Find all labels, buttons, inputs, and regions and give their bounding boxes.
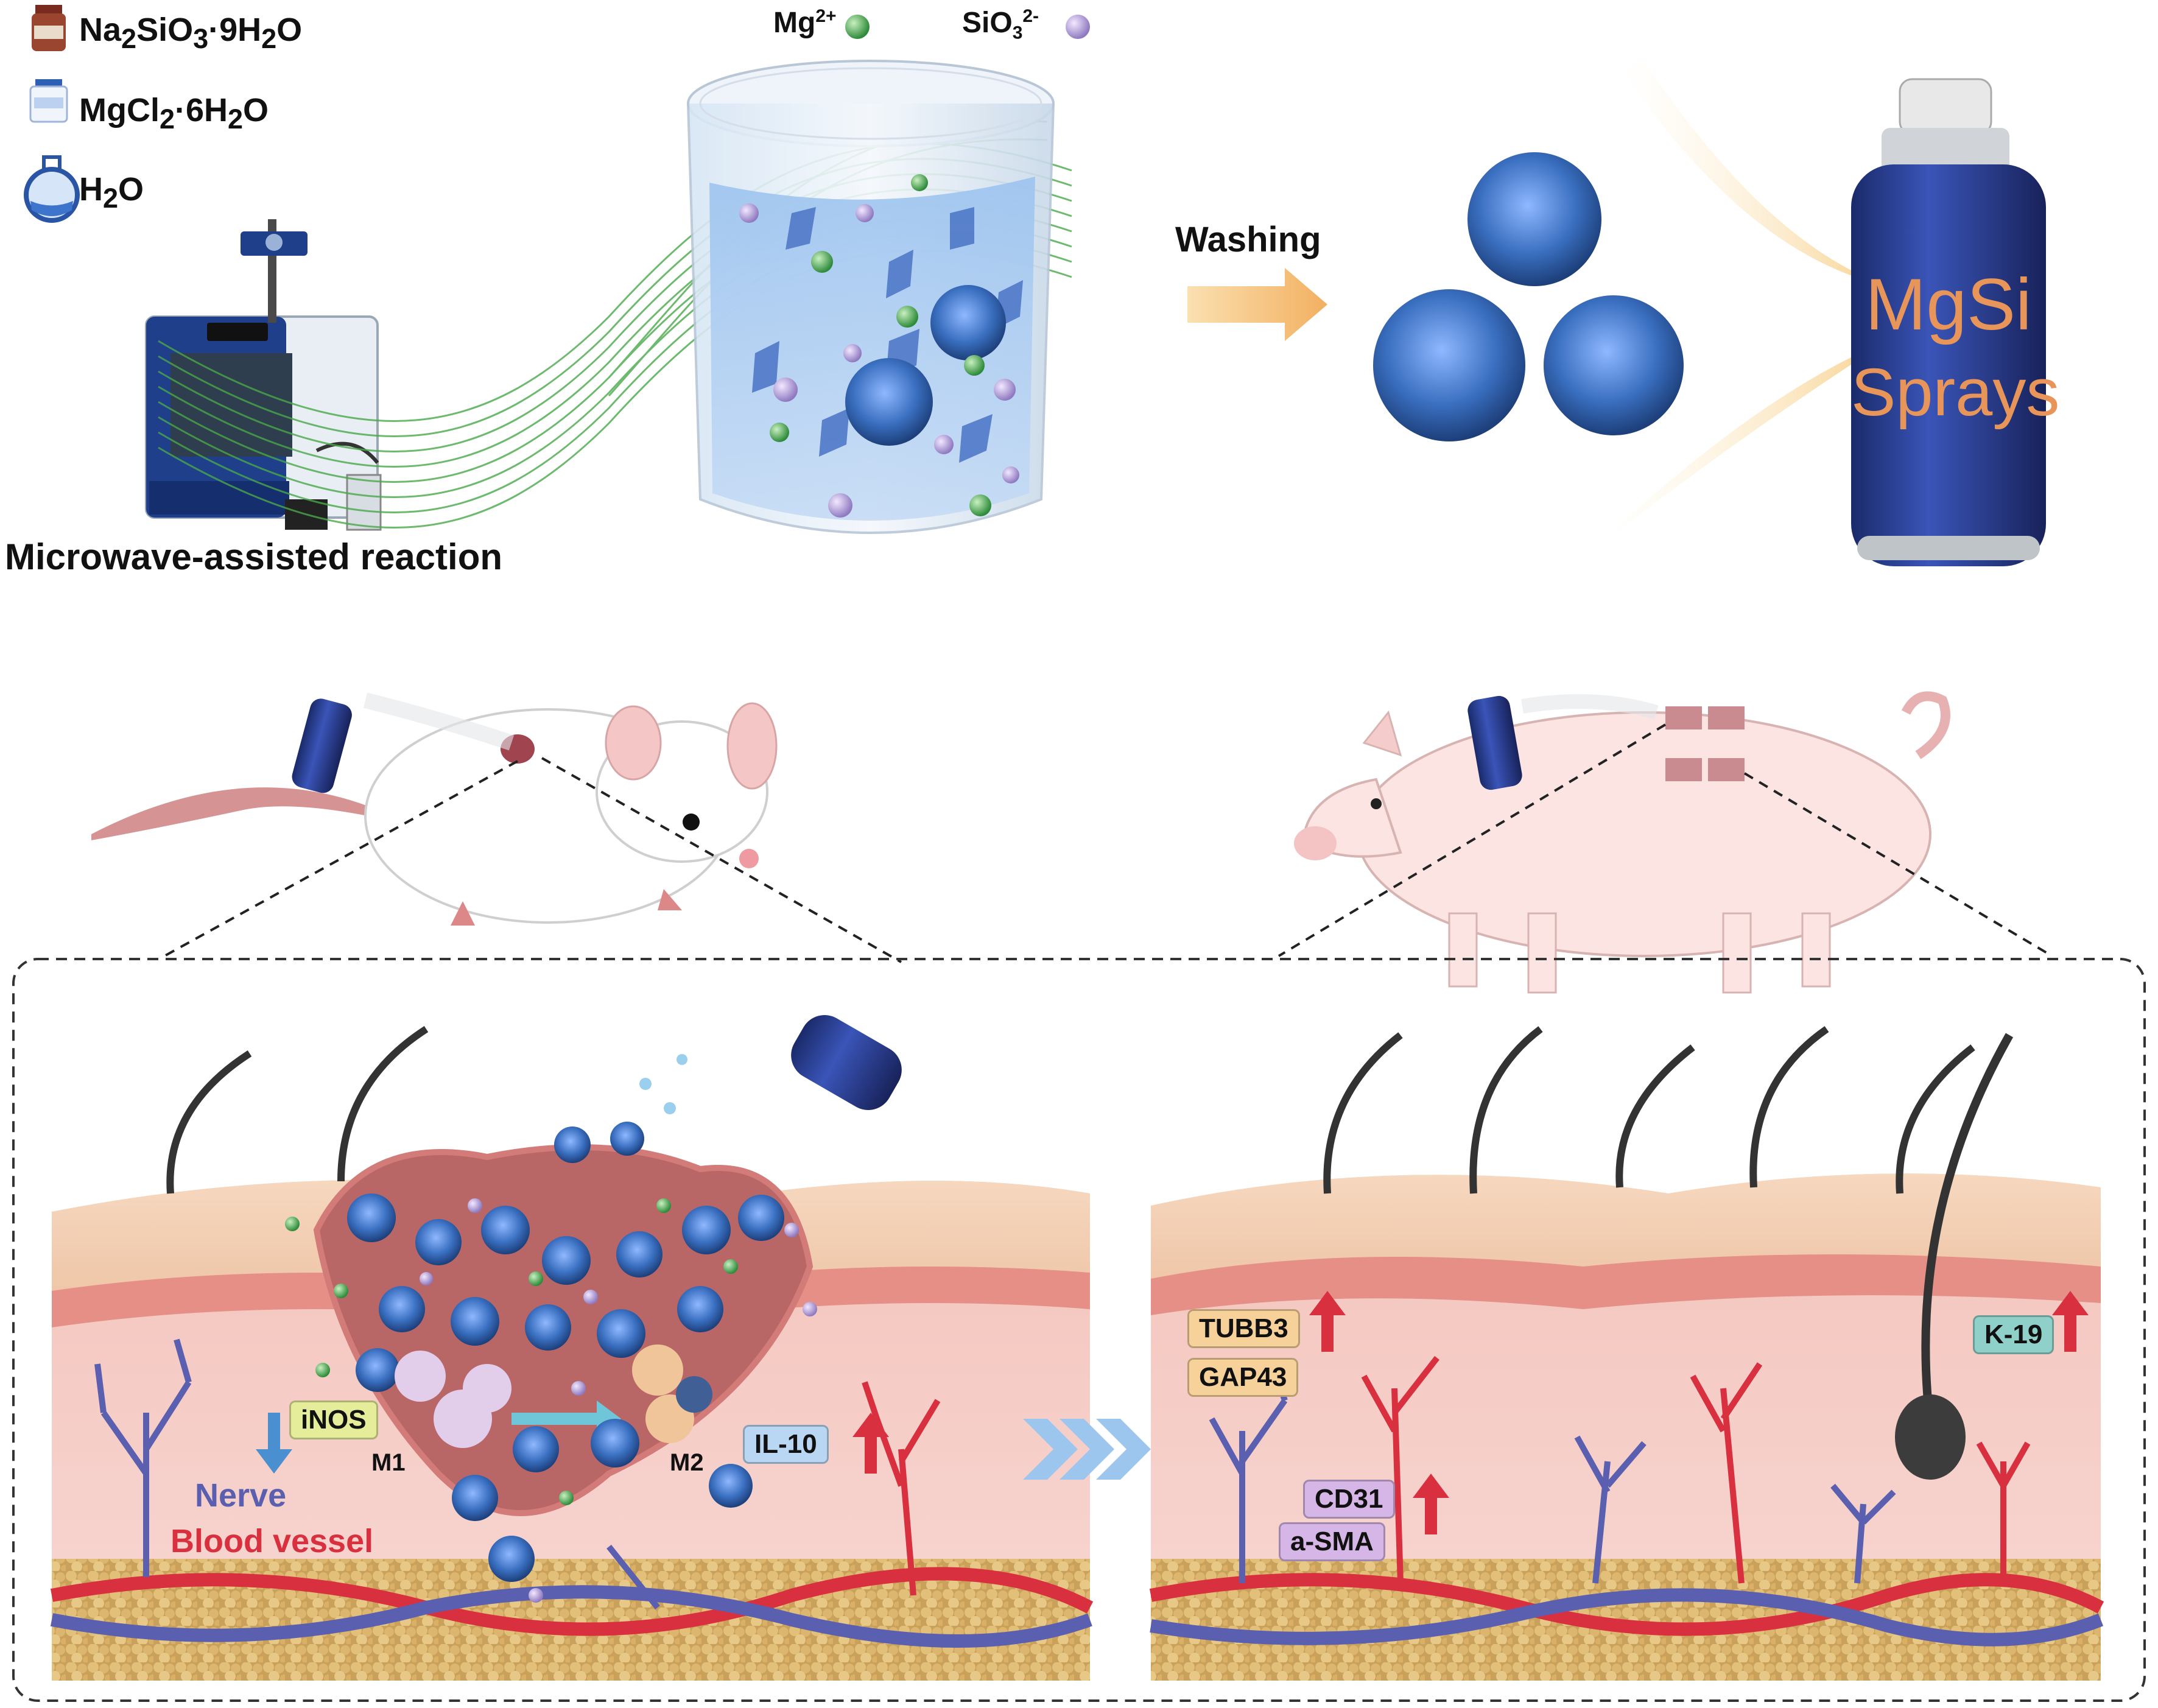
flask-icon (24, 155, 80, 223)
zoom-panel-border (12, 958, 2146, 1702)
washing-label: Washing (1175, 220, 1321, 259)
washing-arrow (1187, 268, 1327, 341)
skin-block-right (1149, 1026, 2104, 1681)
blood-vessel-label: Blood vessel (170, 1523, 374, 1559)
mouse-illustration (91, 702, 778, 926)
zoom-lines (164, 723, 2053, 963)
m2-label: M2 (670, 1449, 704, 1476)
up-arrow-icon (1413, 1474, 1449, 1534)
spray-can-pig (1467, 695, 1522, 790)
mg-ion-label: Mg2+ (773, 6, 837, 39)
washed-nanoflowers (1373, 152, 1684, 441)
spray-can-large (1851, 78, 2046, 566)
bottle-icon (32, 5, 66, 51)
sio-ion-label: SiO32- (962, 6, 1039, 43)
gap43-tag: GAP43 (1187, 1358, 1299, 1397)
microwave-reactor (145, 219, 382, 531)
k19-tag: K-19 (1973, 1315, 2054, 1354)
spray-can-wound (791, 1015, 902, 1110)
progression-chevrons (1023, 1419, 1151, 1480)
nerve-label: Nerve (195, 1477, 287, 1514)
inos-tag: iNOS (289, 1400, 378, 1439)
m1-label: M1 (371, 1449, 406, 1476)
sio-ion-icon (1066, 15, 1090, 39)
mg-ion-icon (845, 15, 870, 39)
cd31-tag: CD31 (1303, 1480, 1395, 1519)
macrophages (395, 1344, 712, 1448)
pig-illustration (1294, 691, 1950, 994)
nanoflowers-in-wound (347, 1122, 784, 1582)
nanoflowers-in-beaker (845, 285, 1006, 446)
ions-in-beaker (739, 174, 1019, 518)
il10-tag: IL-10 (743, 1425, 829, 1464)
down-arrow-icon (256, 1413, 292, 1474)
ions-in-wound (285, 1054, 817, 1603)
reaction-label: Microwave-assisted reaction (5, 536, 503, 577)
reagent-water: H2O (79, 171, 144, 214)
tubb3-tag: TUBB3 (1187, 1309, 1300, 1348)
spray-can-label: MgSi Sprays (1851, 264, 2060, 430)
jar-icon (29, 79, 68, 123)
spray-can-mouse (292, 698, 352, 793)
up-arrow-icon (2052, 1291, 2089, 1352)
up-arrow-icon (852, 1413, 889, 1474)
reagent-magnesium-chloride: MgCl2·6H2O (79, 92, 269, 135)
reagent-sodium-silicate: Na2SiO3·9H2O (79, 12, 303, 54)
asma-tag: a-SMA (1279, 1522, 1385, 1561)
up-arrow-icon (1309, 1291, 1346, 1352)
